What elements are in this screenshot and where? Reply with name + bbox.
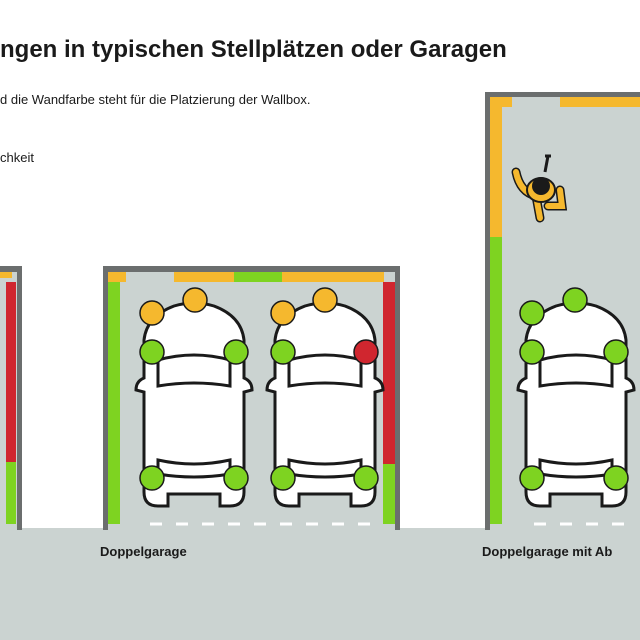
wall-segment-green <box>108 282 120 524</box>
wall-segment-yellow <box>0 272 12 278</box>
page-subtitle: d die Wandfarbe steht für die Platzierun… <box>0 92 311 107</box>
page-title: ngen in typischen Stellplätzen oder Gara… <box>0 36 507 63</box>
partial-garage-left <box>0 266 22 530</box>
charging-marker-group <box>270 287 379 491</box>
charging-point-marker-icon <box>353 339 379 365</box>
charging-point-marker-icon <box>270 339 296 365</box>
double-garage <box>103 266 400 530</box>
charging-point-marker-icon <box>223 339 249 365</box>
wall-segment-green <box>234 272 282 282</box>
legend-text-fragment: chkeit <box>0 150 34 165</box>
caption-double-garage-with: Doppelgarage mit Ab <box>482 544 613 559</box>
aisle-garage-top-wall <box>485 92 640 97</box>
partial-garage-side-wall <box>17 266 22 530</box>
charging-point-marker-icon <box>270 300 296 326</box>
caption-double-garage: Doppelgarage <box>100 544 187 559</box>
double-garage-top-wall <box>103 266 400 272</box>
charging-point-marker-icon <box>270 465 296 491</box>
double-garage-right-wall <box>395 266 400 530</box>
charging-point-marker-icon <box>519 339 545 365</box>
charging-point-marker-icon <box>182 287 208 313</box>
wall-segment-red <box>6 282 16 462</box>
wall-segment-yellow <box>282 272 384 282</box>
charging-point-marker-icon <box>519 465 545 491</box>
wall-segment-yellow <box>490 97 512 107</box>
double-garage-left-wall <box>103 266 108 530</box>
charging-point-marker-icon <box>312 287 338 313</box>
charging-point-marker-icon <box>603 339 629 365</box>
aisle-garage-left-wall <box>485 92 490 530</box>
wall-segment-green <box>490 237 502 524</box>
ground-floor <box>0 528 640 640</box>
charging-point-marker-icon <box>519 300 545 326</box>
charging-point-marker-icon <box>353 465 379 491</box>
charging-point-marker-icon <box>139 300 165 326</box>
partial-garage-top-wall <box>0 266 22 272</box>
charging-point-marker-icon <box>139 339 165 365</box>
car-top-view-icon <box>134 301 254 508</box>
wall-segment-yellow <box>108 272 126 282</box>
charging-point-marker-icon <box>139 465 165 491</box>
wall-segment-yellow <box>560 97 640 107</box>
person-walking-icon <box>511 154 568 223</box>
wall-segment-yellow <box>490 107 502 237</box>
wall-segment-green <box>6 462 16 524</box>
charging-marker-group <box>139 287 249 491</box>
wall-segment-red <box>383 282 395 464</box>
wall-segment-green <box>383 464 395 524</box>
charging-point-marker-icon <box>603 465 629 491</box>
wall-segment-yellow <box>174 272 234 282</box>
charging-marker-group <box>519 287 629 491</box>
double-garage-with-aisle <box>485 92 640 530</box>
charging-point-marker-icon <box>562 287 588 313</box>
charging-point-marker-icon <box>223 465 249 491</box>
